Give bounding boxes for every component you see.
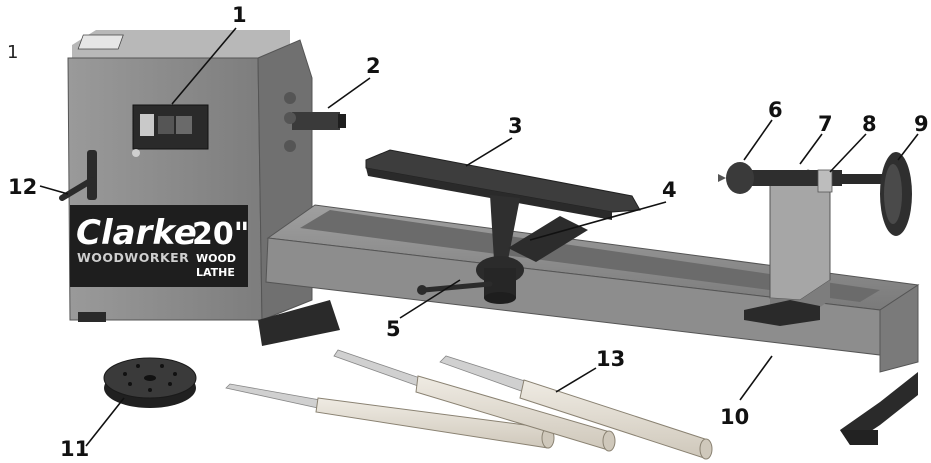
callout-13: 13 — [596, 347, 625, 371]
desc-line-1: WOOD — [196, 252, 236, 265]
callout-10: 10 — [720, 405, 749, 429]
spindle — [284, 92, 346, 152]
callout-1: 1 — [232, 3, 247, 27]
indicator-light — [132, 149, 140, 157]
switch-panel — [132, 104, 209, 157]
brand-line: WOODWORKER — [77, 250, 189, 265]
callout-2: 2 — [366, 54, 381, 78]
callout-5: 5 — [386, 317, 401, 341]
callout-9: 9 — [914, 112, 929, 136]
callout-leaders — [39, 27, 919, 447]
callout-numbers: 1 2 3 4 5 6 7 8 9 10 11 12 13 — [8, 3, 929, 461]
callout-3: 3 — [508, 114, 523, 138]
callout-7: 7 — [818, 112, 833, 136]
speed-lever — [59, 150, 97, 201]
headstock-foot-left — [78, 312, 106, 322]
desc-line-2: LATHE — [196, 266, 235, 279]
brand-label: Clarke WOODWORKER 20" WOOD LATHE — [70, 205, 249, 287]
callout-12: 12 — [8, 175, 37, 199]
faceplate — [103, 357, 197, 408]
chisel-1 — [225, 383, 555, 449]
tailstock — [718, 152, 912, 326]
callout-11: 11 — [60, 437, 89, 461]
brand-name: Clarke — [76, 213, 197, 253]
warning-sticker — [77, 34, 124, 50]
chisel-3 — [439, 355, 713, 460]
tool-rest — [365, 149, 641, 304]
headstock-foot-right — [258, 300, 340, 346]
callout-8: 8 — [862, 112, 877, 136]
chisel-2 — [333, 349, 616, 452]
page-number: 1 — [7, 42, 18, 63]
callout-4: 4 — [662, 178, 677, 202]
callout-6: 6 — [768, 98, 783, 122]
lathe-bed — [265, 204, 920, 445]
size-label: 20" — [192, 217, 249, 252]
